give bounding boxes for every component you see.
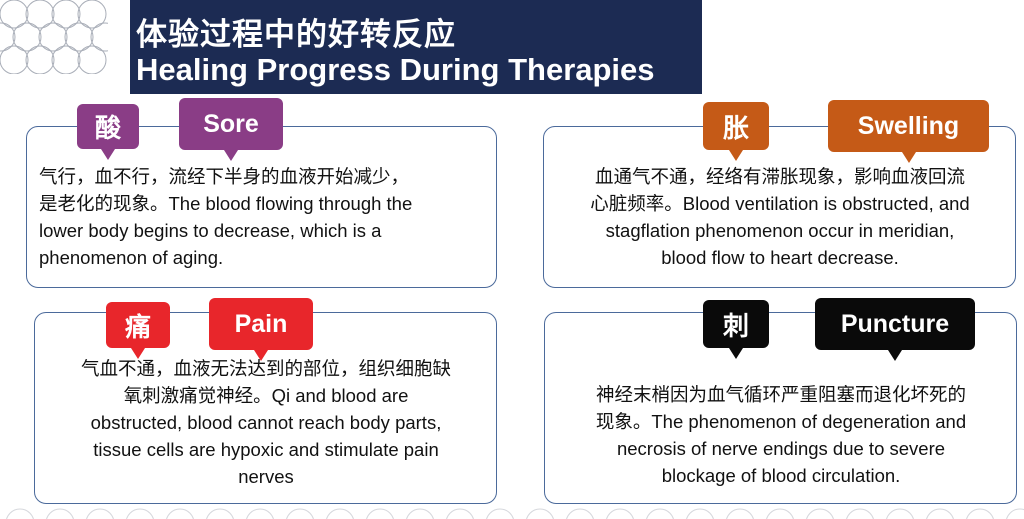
- sore-line: 是老化的现象。The blood flowing through the: [39, 193, 413, 214]
- puncture-tag-chinese: 刺: [703, 300, 769, 359]
- puncture-description: 神经末梢因为血气循环严重阻塞而退化坏死的 现象。The phenomenon o…: [551, 381, 1011, 489]
- swelling-description: 血通气不通，经络有滞胀现象，影响血液回流 心脏频率。Blood ventilat…: [550, 163, 1010, 271]
- sore-tag-chinese: 酸: [77, 104, 139, 160]
- swelling-line: 心脏频率。Blood ventilation is obstructed, an…: [590, 193, 970, 214]
- pain-line: 氧刺激痛觉神经。Qi and blood are: [123, 385, 409, 406]
- puncture-tag-english: Puncture: [815, 298, 975, 361]
- pain-line: 气血不通，血液无法达到的部位，组织细胞缺: [80, 358, 451, 379]
- sore-line: 气行，血不行，流经下半身的血液开始减少，: [39, 166, 410, 187]
- sore-line: lower body begins to decrease, which is …: [39, 220, 382, 241]
- pain-line: obstructed, blood cannot reach body part…: [90, 412, 442, 433]
- bottom-decorative-pattern: [6, 508, 1024, 519]
- puncture-line: necrosis of nerve endings due to severe: [616, 438, 946, 459]
- sore-description: 气行，血不行，流经下半身的血液开始减少， 是老化的现象。The blood fl…: [39, 163, 491, 271]
- pain-tag-chinese: 痛: [106, 302, 170, 359]
- sore-line: phenomenon of aging.: [39, 247, 224, 268]
- title-banner: 体验过程中的好转反应 Healing Progress During Thera…: [130, 0, 702, 94]
- puncture-line: 神经末梢因为血气循环严重阻塞而退化坏死的: [595, 384, 966, 405]
- swelling-tag-english: Swelling: [828, 100, 989, 163]
- sore-card: 气行，血不行，流经下半身的血液开始减少， 是老化的现象。The blood fl…: [26, 126, 497, 288]
- sore-tag-english: Sore: [179, 98, 283, 161]
- pain-tag-english: Pain: [209, 298, 313, 361]
- title-chinese: 体验过程中的好转反应: [136, 17, 456, 52]
- swelling-line: blood flow to heart decrease.: [661, 247, 899, 268]
- pain-description: 气血不通，血液无法达到的部位，组织细胞缺 氧刺激痛觉神经。Qi and bloo…: [41, 355, 491, 490]
- pain-line: tissue cells are hypoxic and stimulate p…: [93, 439, 439, 460]
- swelling-card: 血通气不通，经络有滞胀现象，影响血液回流 心脏频率。Blood ventilat…: [543, 126, 1016, 288]
- title-english: Healing Progress During Therapies: [136, 52, 655, 87]
- decorative-pattern: [0, 0, 108, 74]
- swelling-tag-chinese: 胀: [703, 102, 769, 161]
- puncture-line: 现象。The phenomenon of degeneration and: [595, 411, 967, 432]
- puncture-line: blockage of blood circulation.: [661, 465, 901, 486]
- swelling-line: stagflation phenomenon occur in meridian…: [605, 220, 955, 241]
- pain-line: nerves: [238, 466, 294, 487]
- swelling-line: 血通气不通，经络有滞胀现象，影响血液回流: [594, 166, 965, 187]
- puncture-card: 神经末梢因为血气循环严重阻塞而退化坏死的 现象。The phenomenon o…: [544, 312, 1017, 504]
